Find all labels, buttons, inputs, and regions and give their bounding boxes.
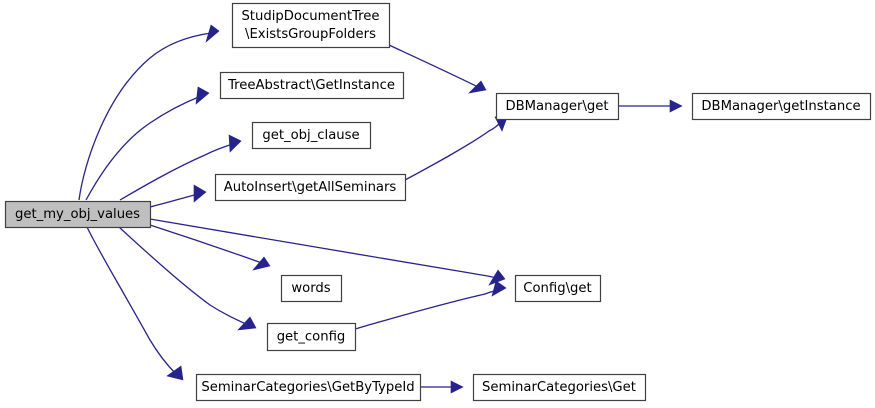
call-edge-db_manager_get-to-db_manager_get_instance [618,99,683,113]
call-edge-seminar_categories_get_by_type_id-to-seminar_categories_get [420,380,464,394]
arrowhead-icon [228,134,242,153]
arrowhead-icon [450,380,464,394]
node-box[interactable] [214,173,407,202]
node-label: SeminarCategories\GetByTypeId [201,380,414,395]
node-label: SeminarCategories\Get [482,380,636,395]
node-label: words [291,281,330,296]
call-edge-get_my_obj_values-to-studip_document_tree_exists_group_folders [78,24,220,201]
edge-line [149,224,263,264]
nodes-layer: get_my_obj_values StudipDocumentTree \Exis… [4,2,872,402]
edge-line [118,226,249,326]
graph-node-get_my_obj_values[interactable]: get_my_obj_values [4,200,152,229]
edge-line [119,143,234,201]
node-label: Config\get [523,281,591,296]
graph-node-db_manager_get[interactable]: DBManager\get [495,92,620,121]
node-box[interactable] [495,92,620,121]
call-edge-get_my_obj_values-to-auto_insert_get_all_seminars [149,184,207,208]
edge-line [86,226,177,375]
node-label: get_config [277,330,346,345]
arrowhead-icon [166,365,184,381]
node-label: get_obj_clause [262,128,359,143]
node-label: \ExistsGroupFolders [245,27,376,42]
node-box[interactable] [251,121,372,150]
call-edge-get_my_obj_values-to-seminar_categories_get_by_type_id [86,226,184,381]
call-edge-studip_document_tree_exists_group_folders-to-db_manager_get [388,44,487,94]
arrowhead-icon [195,86,210,105]
graph-node-seminar_categories_get[interactable]: SeminarCategories\Get [472,373,647,402]
call-edge-get_my_obj_values-to-tree_abstract_get_instance [85,86,210,201]
arrowhead-icon [669,99,683,113]
node-label: TreeAbstract\GetInstance [227,78,395,93]
node-box[interactable] [195,373,422,402]
node-box[interactable] [514,274,602,303]
node-label: AutoInsert\getAllSeminars [224,180,397,195]
graph-node-studip_document_tree_exists_group_folders[interactable]: StudipDocumentTree \ExistsGroupFolders [231,2,391,49]
node-box[interactable] [219,71,405,100]
node-label: StudipDocumentTree [241,9,379,24]
call-edge-get_my_obj_values-to-get_obj_clause [119,134,242,201]
arrowhead-icon [468,80,487,94]
call-edge-auto_insert_get_all_seminars-to-db_manager_get [404,114,509,181]
arrowhead-icon [491,280,507,297]
edge-line [78,32,212,201]
node-label: DBManager\get [505,99,608,114]
node-box[interactable] [231,2,391,49]
edge-line [85,95,202,201]
graph-node-get_obj_clause[interactable]: get_obj_clause [251,121,372,150]
arrowhead-icon [252,256,271,271]
call-edge-get_config-to-config_get [354,280,507,330]
edge-line [149,193,199,208]
graph-node-db_manager_get_instance[interactable]: DBManager\getInstance [691,92,872,121]
edge-line [388,44,479,88]
graph-node-auto_insert_get_all_seminars[interactable]: AutoInsert\getAllSeminars [214,173,407,202]
call-edge-get_my_obj_values-to-words [149,224,271,271]
graph-node-words[interactable]: words [280,274,343,303]
node-box[interactable] [266,322,357,352]
node-label: DBManager\getInstance [701,99,860,114]
graph-node-get_config[interactable]: get_config [266,322,357,352]
graph-node-tree_abstract_get_instance[interactable]: TreeAbstract\GetInstance [219,71,405,100]
node-box[interactable] [280,274,343,303]
edge-line [354,289,499,330]
arrowhead-icon [205,24,220,43]
node-box[interactable] [472,373,647,402]
edges-layer [78,24,683,394]
edge-line [149,218,498,279]
arrowhead-icon [237,316,257,331]
graph-node-seminar_categories_get_by_type_id[interactable]: SeminarCategories\GetByTypeId [195,373,422,402]
node-box[interactable] [691,92,872,121]
node-label: get_my_obj_values [15,207,140,222]
edge-line [404,120,503,181]
node-box[interactable] [4,200,152,229]
arrowhead-icon [193,184,207,203]
call-edge-get_my_obj_values-to-get_config [118,226,257,331]
graph-node-config_get[interactable]: Config\get [514,274,602,303]
